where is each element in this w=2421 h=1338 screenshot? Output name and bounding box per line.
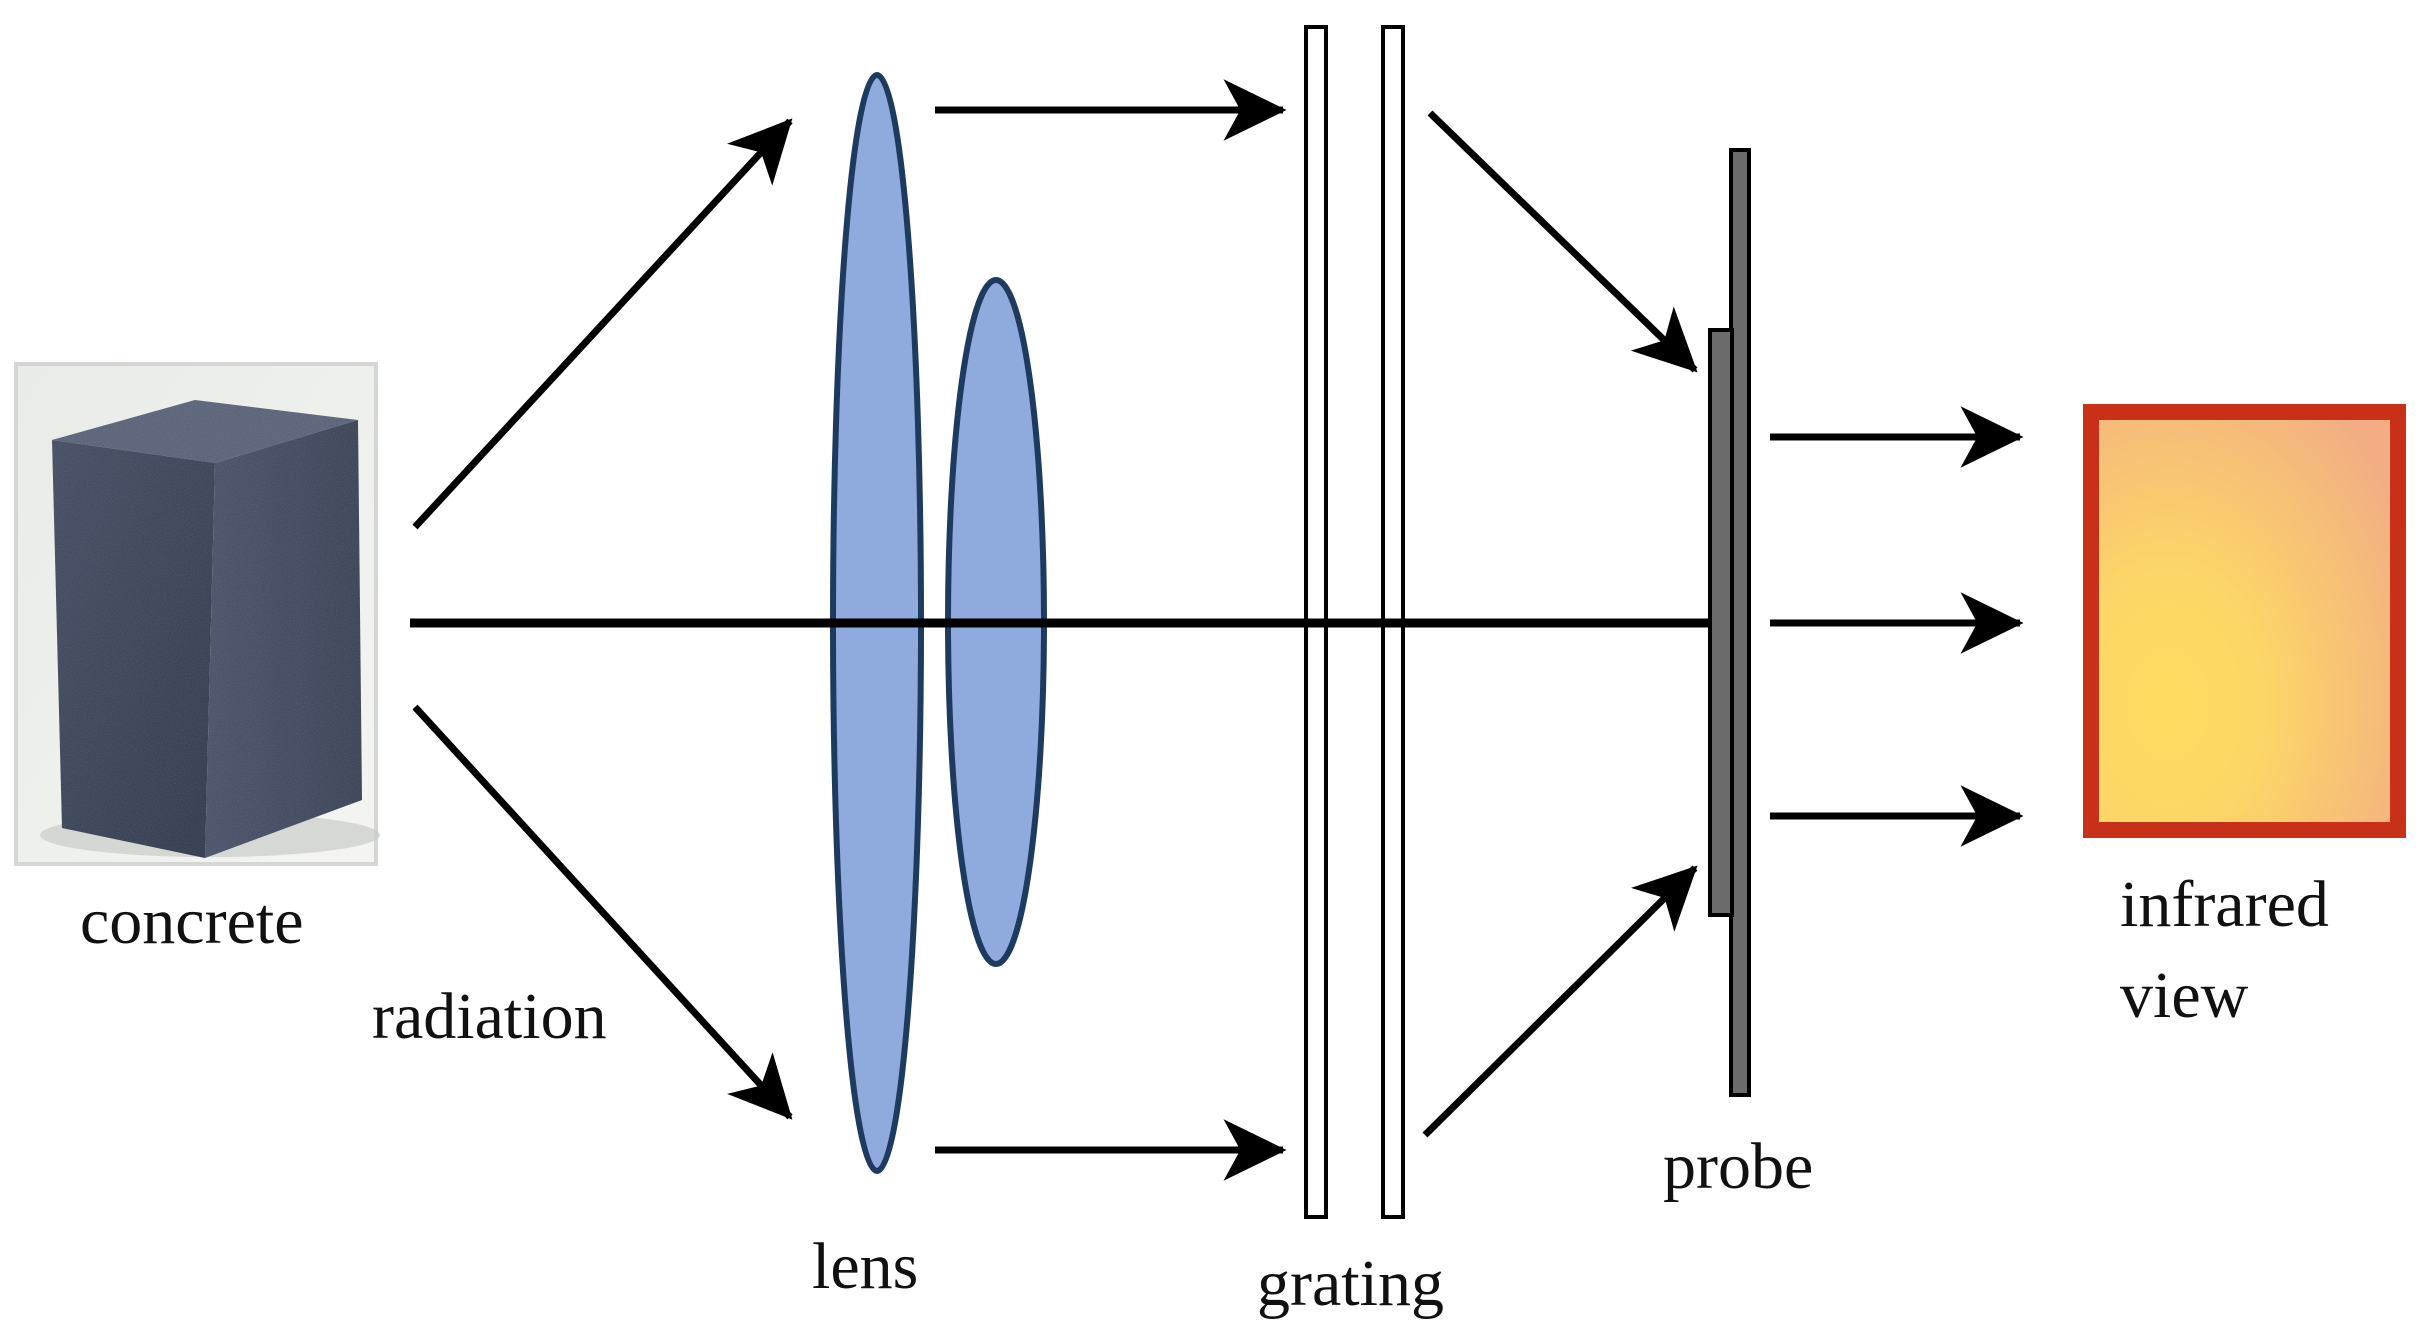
label-radiation: radiation	[372, 980, 607, 1053]
label-lens: lens	[812, 1230, 918, 1303]
radiation-arrow-down	[412, 704, 793, 1120]
label-concrete: concrete	[80, 885, 304, 958]
probe-sensor	[1708, 328, 1734, 917]
arrow-grating-to-probe-top	[1427, 110, 1698, 373]
concrete-sample-image	[14, 362, 380, 866]
label-probe: probe	[1663, 1130, 1813, 1203]
label-grating: grating	[1257, 1247, 1444, 1320]
radiation-arrow-up	[412, 118, 793, 530]
infrared-view-panel	[2083, 404, 2406, 838]
label-infrared: infrared	[2120, 868, 2329, 941]
radiation-arrows	[412, 118, 793, 1120]
label-view: view	[2120, 959, 2249, 1032]
arrow-grating-to-probe-bottom	[1422, 865, 1698, 1138]
probe	[1708, 148, 1751, 1097]
probe-output-arrows	[1770, 406, 2024, 847]
grating-output-arrows	[1422, 110, 1698, 1138]
lens-output-arrows	[935, 79, 1287, 1181]
